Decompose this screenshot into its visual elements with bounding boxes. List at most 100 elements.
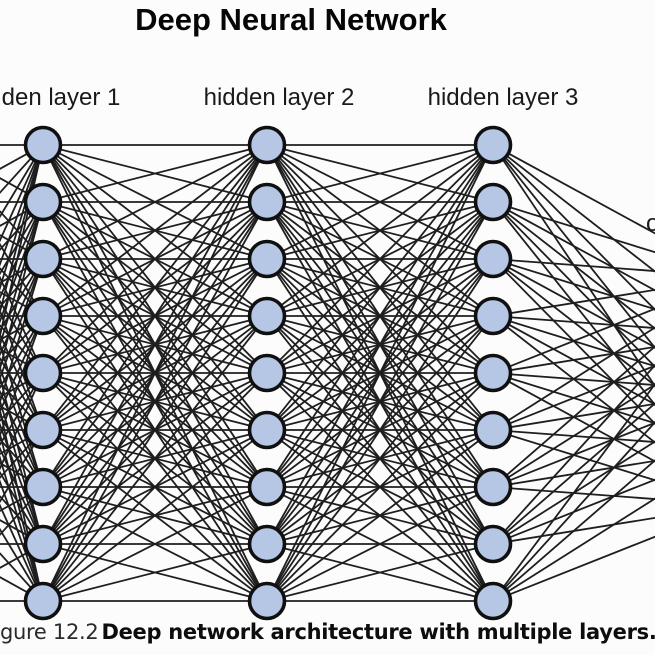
caption-text: Deep network architecture with multiple … xyxy=(101,620,655,644)
connection-edge xyxy=(0,144,44,340)
connection-edge xyxy=(492,382,655,602)
connection-edge xyxy=(492,420,655,602)
connection-edge xyxy=(266,258,494,602)
neuron-node xyxy=(247,296,287,336)
connection-edge xyxy=(0,144,44,316)
connection-edge xyxy=(0,258,44,381)
connection-edge xyxy=(266,486,494,602)
connection-edge xyxy=(492,345,655,488)
label-hidden-layer-2: hidden layer 2 xyxy=(203,84,355,111)
connection-edge xyxy=(492,258,655,425)
neuron-node xyxy=(473,524,513,564)
connection-edge xyxy=(42,201,268,602)
edges-group xyxy=(0,144,655,602)
neuron-node xyxy=(247,467,287,507)
nodes-group xyxy=(23,125,513,621)
connection-edge xyxy=(266,429,494,602)
neuron-node xyxy=(247,410,287,450)
connection-edge xyxy=(42,144,268,545)
connection-edge xyxy=(0,144,44,170)
connection-edge xyxy=(0,495,44,545)
connection-edge xyxy=(42,144,268,260)
neuron-node xyxy=(23,467,63,507)
connection-edge xyxy=(492,307,655,374)
neuron-node xyxy=(23,296,63,336)
connection-edge xyxy=(0,315,44,390)
connection-edge xyxy=(492,497,655,602)
connection-edge xyxy=(0,429,44,455)
caption-figure-number: gure 12.2 xyxy=(0,620,99,644)
connection-edge xyxy=(266,144,494,203)
neuron-node xyxy=(23,125,63,165)
connection-edge xyxy=(0,315,44,438)
connection-edge xyxy=(266,372,494,602)
connection-edge xyxy=(42,144,268,374)
connection-edge xyxy=(266,144,494,431)
connection-edge xyxy=(42,486,268,602)
connection-edge xyxy=(492,288,655,317)
connection-edge xyxy=(492,535,655,602)
connection-edge xyxy=(266,144,494,545)
connection-edge xyxy=(0,144,44,194)
connection-edge xyxy=(42,144,268,602)
connection-edge xyxy=(0,201,44,276)
connection-edge xyxy=(0,258,44,308)
connection-edge xyxy=(492,326,655,431)
connection-edge xyxy=(0,486,44,512)
connection-edge xyxy=(0,527,44,602)
neuron-node xyxy=(473,296,513,336)
neuron-node xyxy=(473,353,513,393)
connection-edge xyxy=(492,144,655,235)
connection-edge xyxy=(42,144,268,203)
connection-edge xyxy=(42,429,268,602)
neuron-node xyxy=(473,239,513,279)
connection-edge xyxy=(0,503,44,602)
connection-edge xyxy=(266,315,494,602)
connection-edge xyxy=(0,372,44,471)
connection-edge xyxy=(42,144,268,488)
connection-edge xyxy=(266,144,494,317)
connection-edge xyxy=(492,459,655,602)
connection-edge xyxy=(0,405,44,431)
connection-edge xyxy=(0,258,44,357)
connection-edge xyxy=(0,486,44,536)
connection-edge xyxy=(0,519,44,545)
connection-edge xyxy=(0,552,44,602)
neuron-node xyxy=(247,125,287,165)
connection-edge xyxy=(0,576,44,602)
connection-edge xyxy=(0,462,44,488)
connection-edge xyxy=(0,372,44,422)
connection-edge xyxy=(42,315,268,602)
neuron-node xyxy=(473,410,513,450)
connection-edge xyxy=(0,429,44,504)
label-output-layer: output layer xyxy=(646,210,655,237)
connection-edge xyxy=(0,543,44,569)
connection-edge xyxy=(0,315,44,414)
neuron-node xyxy=(23,524,63,564)
neuron-node xyxy=(23,353,63,393)
connection-edge xyxy=(492,144,655,350)
connection-edge xyxy=(42,372,268,602)
connection-edge xyxy=(42,144,268,431)
neuron-node xyxy=(247,353,287,393)
connection-edge xyxy=(266,144,494,374)
connection-edge xyxy=(0,470,44,545)
neuron-node xyxy=(247,239,287,279)
neuron-node xyxy=(473,182,513,222)
neuron-node xyxy=(473,467,513,507)
connection-edge xyxy=(0,372,44,398)
connection-edge xyxy=(492,201,655,254)
connection-edge xyxy=(492,363,655,545)
connection-edge xyxy=(0,315,44,341)
connection-edge xyxy=(492,201,655,368)
connection-edge xyxy=(0,201,44,300)
connection-edge xyxy=(0,144,44,267)
neuron-node xyxy=(23,410,63,450)
neuron-node xyxy=(23,581,63,621)
label-hidden-layer-3: hidden layer 3 xyxy=(427,84,579,111)
connection-edge xyxy=(492,144,655,388)
connection-edge xyxy=(266,144,494,260)
connection-edge xyxy=(42,144,268,317)
